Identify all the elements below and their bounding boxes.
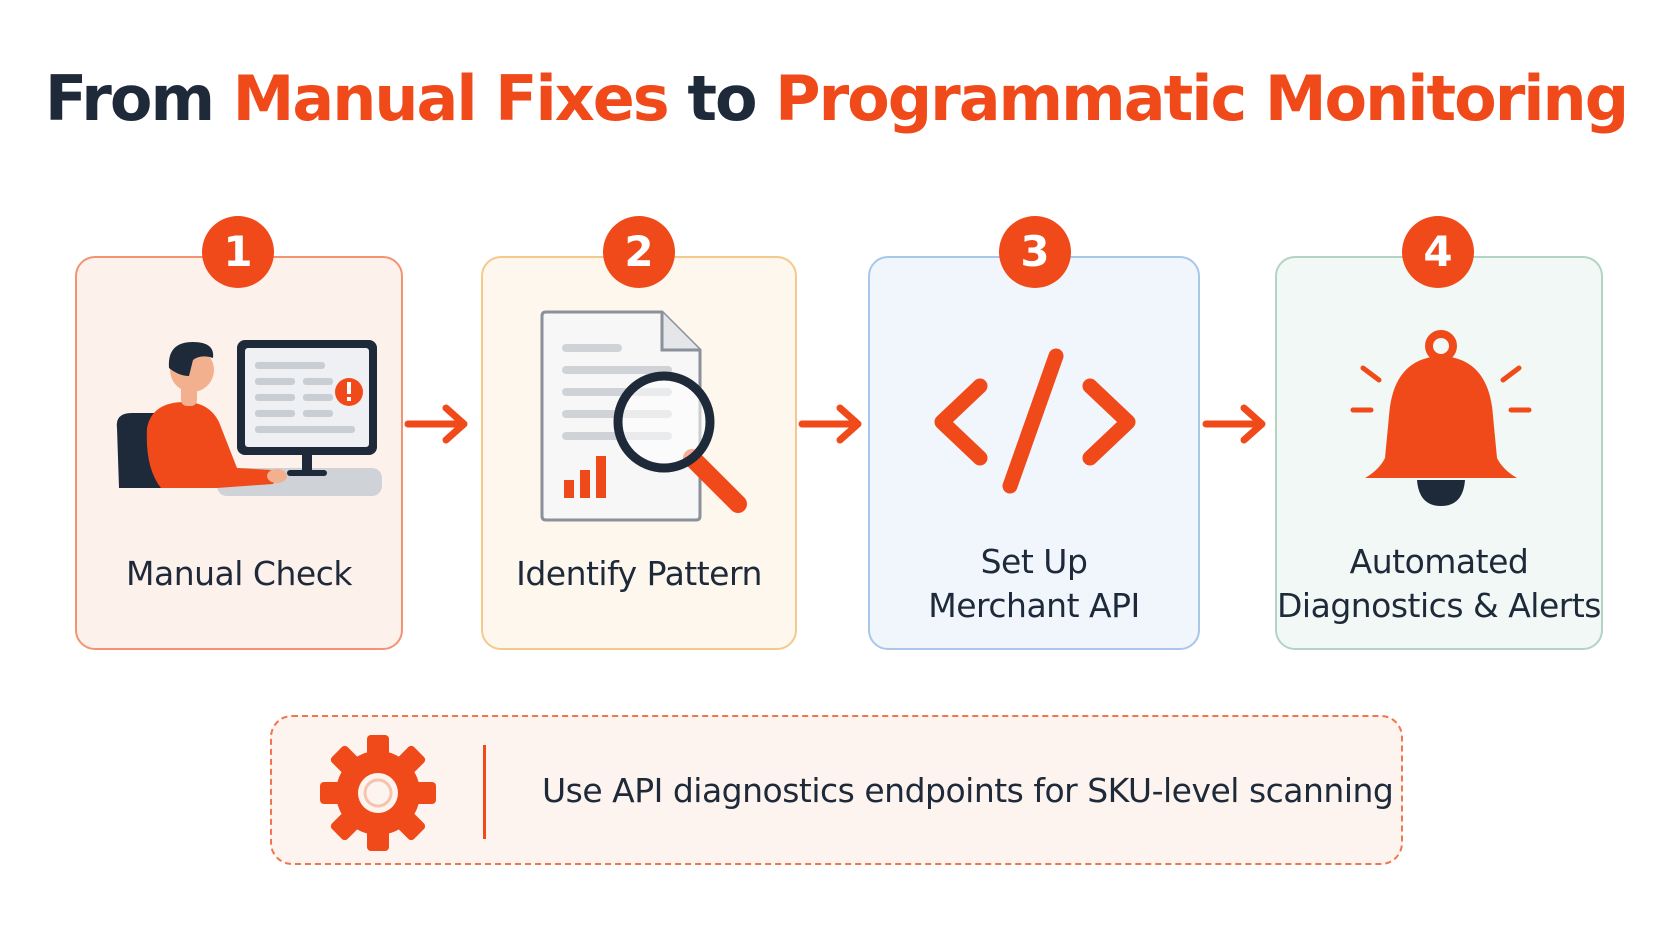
gear-icon xyxy=(320,735,436,851)
step-card-2: Identify Pattern xyxy=(481,256,797,650)
step-label-2: Identify Pattern xyxy=(516,554,762,593)
code-brackets-icon xyxy=(934,348,1136,494)
bottom-note: Use API diagnostics endpoints for SKU-le… xyxy=(270,715,1403,865)
title-part-3: to xyxy=(687,62,757,135)
step-label-3-line-2: Merchant API xyxy=(928,586,1140,625)
person-at-computer-icon xyxy=(116,340,382,496)
step-number-badge-3: 3 xyxy=(999,216,1071,288)
step-card-1: Manual Check xyxy=(75,256,403,650)
step-label-3-line-1: Set Up xyxy=(980,542,1088,581)
bell-icon xyxy=(1350,330,1532,506)
document-magnifier-icon xyxy=(540,310,747,522)
step-card-3: Set Up Merchant API xyxy=(868,256,1200,650)
step-label-1: Manual Check xyxy=(126,554,352,593)
step-card-4: Automated Diagnostics & Alerts xyxy=(1275,256,1603,650)
vertical-divider xyxy=(483,745,486,839)
arrow-right-icon xyxy=(798,404,862,444)
step-label-4-line-2: Diagnostics & Alerts xyxy=(1277,586,1601,625)
step-label-4-line-1: Automated xyxy=(1349,542,1529,581)
step-number-badge-4: 4 xyxy=(1402,216,1474,288)
arrow-right-icon xyxy=(1202,404,1266,444)
step-number-badge-1: 1 xyxy=(202,216,274,288)
title-highlight-2: Programmatic Monitoring xyxy=(775,62,1629,135)
page-title: From Manual Fixes to Programmatic Monito… xyxy=(0,62,1672,135)
step-number-badge-2: 2 xyxy=(603,216,675,288)
bottom-note-text: Use API diagnostics endpoints for SKU-le… xyxy=(542,771,1394,810)
title-part-1: From xyxy=(44,62,215,135)
title-highlight-1: Manual Fixes xyxy=(232,62,670,135)
arrow-right-icon xyxy=(404,404,468,444)
